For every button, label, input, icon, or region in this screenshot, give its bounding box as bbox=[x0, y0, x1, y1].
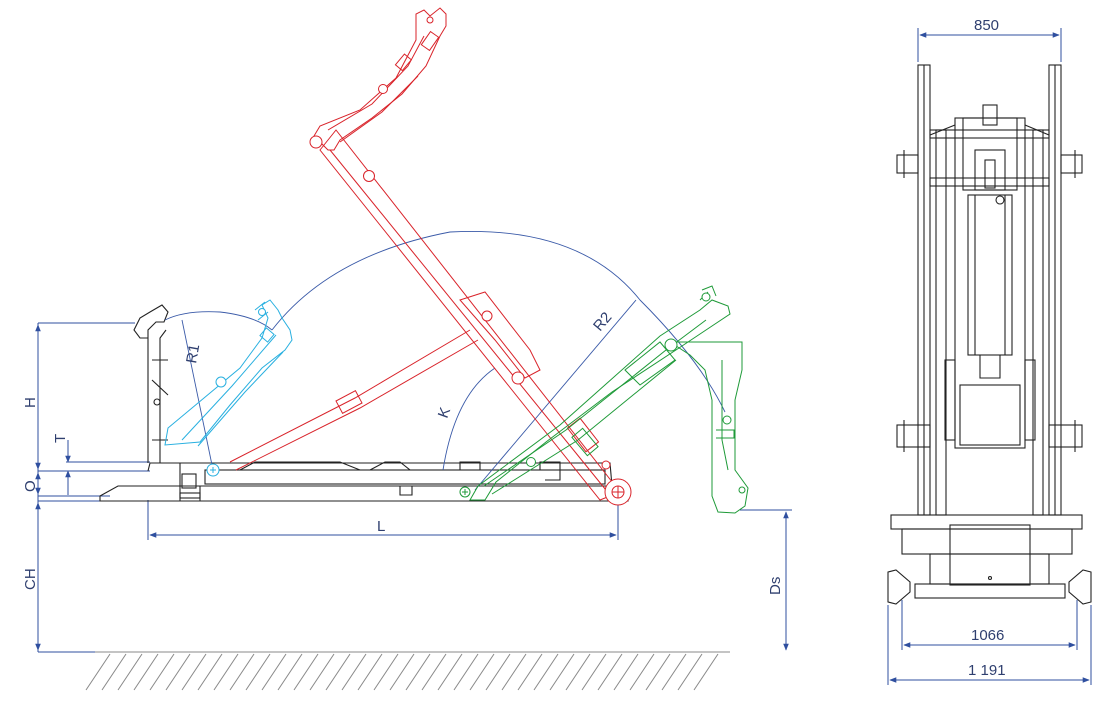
ground-hatch bbox=[85, 651, 730, 691]
hatch-line bbox=[261, 653, 287, 691]
hatch-line bbox=[677, 653, 703, 691]
hatch-line bbox=[245, 653, 271, 691]
hatch-line bbox=[517, 653, 543, 691]
hatch-line bbox=[165, 653, 191, 691]
dimension-Ds bbox=[740, 509, 792, 651]
hatch-line bbox=[661, 653, 687, 691]
dimension-top-width bbox=[917, 28, 1062, 62]
hatch-line bbox=[629, 653, 655, 691]
side-view: H T O CH L Ds bbox=[22, 7, 792, 691]
hatch-line bbox=[101, 653, 127, 691]
hatch-line bbox=[325, 653, 351, 691]
hatch-line bbox=[277, 653, 303, 691]
hatch-line bbox=[613, 653, 639, 691]
label-outer-width: 1 191 bbox=[968, 662, 1006, 679]
hatch-line bbox=[645, 653, 671, 691]
hatch-line bbox=[309, 653, 335, 691]
dimension-L bbox=[147, 500, 619, 540]
label-O: O bbox=[22, 480, 39, 492]
hatch-line bbox=[549, 653, 575, 691]
dimension-lines-left bbox=[35, 322, 150, 653]
hatch-line bbox=[581, 653, 607, 691]
arm-position-raised bbox=[229, 7, 632, 506]
hatch-line bbox=[293, 653, 319, 691]
hatch-line bbox=[533, 653, 559, 691]
label-Ds: Ds bbox=[767, 577, 784, 595]
hatch-line bbox=[341, 653, 367, 691]
arm-position-tipped bbox=[459, 285, 749, 514]
label-R1: R1 bbox=[183, 343, 203, 365]
motion-arcs bbox=[164, 230, 726, 491]
hatch-line bbox=[421, 653, 447, 691]
hatch-line bbox=[373, 653, 399, 691]
base-frame bbox=[99, 304, 629, 502]
hatch-line bbox=[565, 653, 591, 691]
hatch-line bbox=[229, 653, 255, 691]
hatch-line bbox=[597, 653, 623, 691]
hatch-line bbox=[485, 653, 511, 691]
label-H: H bbox=[22, 397, 39, 408]
arm-position-lowered bbox=[164, 299, 293, 477]
hatch-line bbox=[405, 653, 431, 691]
hatch-line bbox=[133, 653, 159, 691]
dimension-inner-width bbox=[901, 600, 1078, 650]
label-T: T bbox=[52, 434, 69, 443]
hatch-line bbox=[117, 653, 143, 691]
hatch-line bbox=[501, 653, 527, 691]
hatch-line bbox=[389, 653, 415, 691]
label-K: K bbox=[435, 405, 454, 420]
hatch-line bbox=[197, 653, 223, 691]
label-CH: CH bbox=[22, 568, 39, 590]
label-R2: R2 bbox=[590, 309, 615, 335]
hatch-line bbox=[181, 653, 207, 691]
hatch-line bbox=[693, 653, 719, 691]
front-frame bbox=[887, 64, 1092, 605]
hatch-line bbox=[149, 653, 175, 691]
label-top-width: 850 bbox=[974, 17, 999, 34]
front-view: 850 bbox=[887, 17, 1092, 685]
hatch-line bbox=[469, 653, 495, 691]
hatch-line bbox=[453, 653, 479, 691]
label-L: L bbox=[377, 518, 385, 535]
hatch-line bbox=[357, 653, 383, 691]
label-inner-width: 1066 bbox=[971, 627, 1004, 644]
hatch-line bbox=[437, 653, 463, 691]
hatch-line bbox=[213, 653, 239, 691]
hatch-line bbox=[85, 653, 111, 691]
dimension-outer-width bbox=[887, 605, 1092, 685]
